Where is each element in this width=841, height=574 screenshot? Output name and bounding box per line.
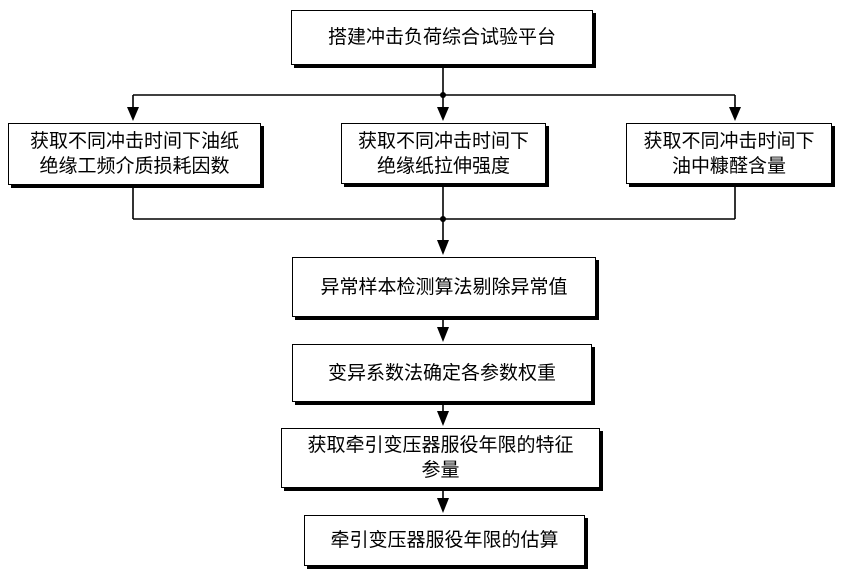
node-dielectric-loss-line-2: 绝缘工频介质损耗因数 [39,154,229,179]
node-weighting-line-1: 变异系数法确定各参数权重 [328,361,556,386]
node-outlier-removal: 异常样本检测算法剔除异常值 [292,257,596,317]
node-feature-quantity: 获取牵引变压器服役年限的特征 参量 [281,428,600,488]
node-tensile-strength-line-1: 获取不同冲击时间下 [358,129,529,154]
node-estimation: 牵引变压器服役年限的估算 [304,515,585,566]
arrowhead-tensile-strength [437,107,449,121]
node-feature-quantity-line-2: 参量 [421,458,459,483]
node-tensile-strength: 获取不同冲击时间下 绝缘纸拉伸强度 [341,123,546,184]
node-estimation-line-1: 牵引变压器服役年限的估算 [330,528,558,553]
arrowhead-dielectric-loss [127,107,139,121]
node-platform-line-1: 搭建冲击负荷综合试验平台 [328,25,556,50]
arrowhead-weighting [437,327,449,342]
node-outlier-removal-line-1: 异常样本检测算法剔除异常值 [320,275,567,300]
node-platform: 搭建冲击负荷综合试验平台 [291,10,593,65]
node-feature-quantity-line-1: 获取牵引变压器服役年限的特征 [307,433,573,458]
arrowhead-estimation [437,498,449,513]
arrowhead-feature-quantity [437,411,449,426]
node-furfural-line-2: 油中糠醛含量 [672,154,786,179]
node-furfural-line-1: 获取不同冲击时间下 [643,129,814,154]
node-dielectric-loss-line-1: 获取不同冲击时间下油纸 [30,129,239,154]
node-tensile-strength-line-2: 绝缘纸拉伸强度 [377,154,510,179]
arrowhead-furfural [729,107,741,121]
arrowhead-outlier-removal [437,240,449,255]
node-furfural: 获取不同冲击时间下 油中糠醛含量 [626,123,832,184]
node-dielectric-loss: 获取不同冲击时间下油纸 绝缘工频介质损耗因数 [8,123,261,185]
node-weighting: 变异系数法确定各参数权重 [292,344,592,402]
